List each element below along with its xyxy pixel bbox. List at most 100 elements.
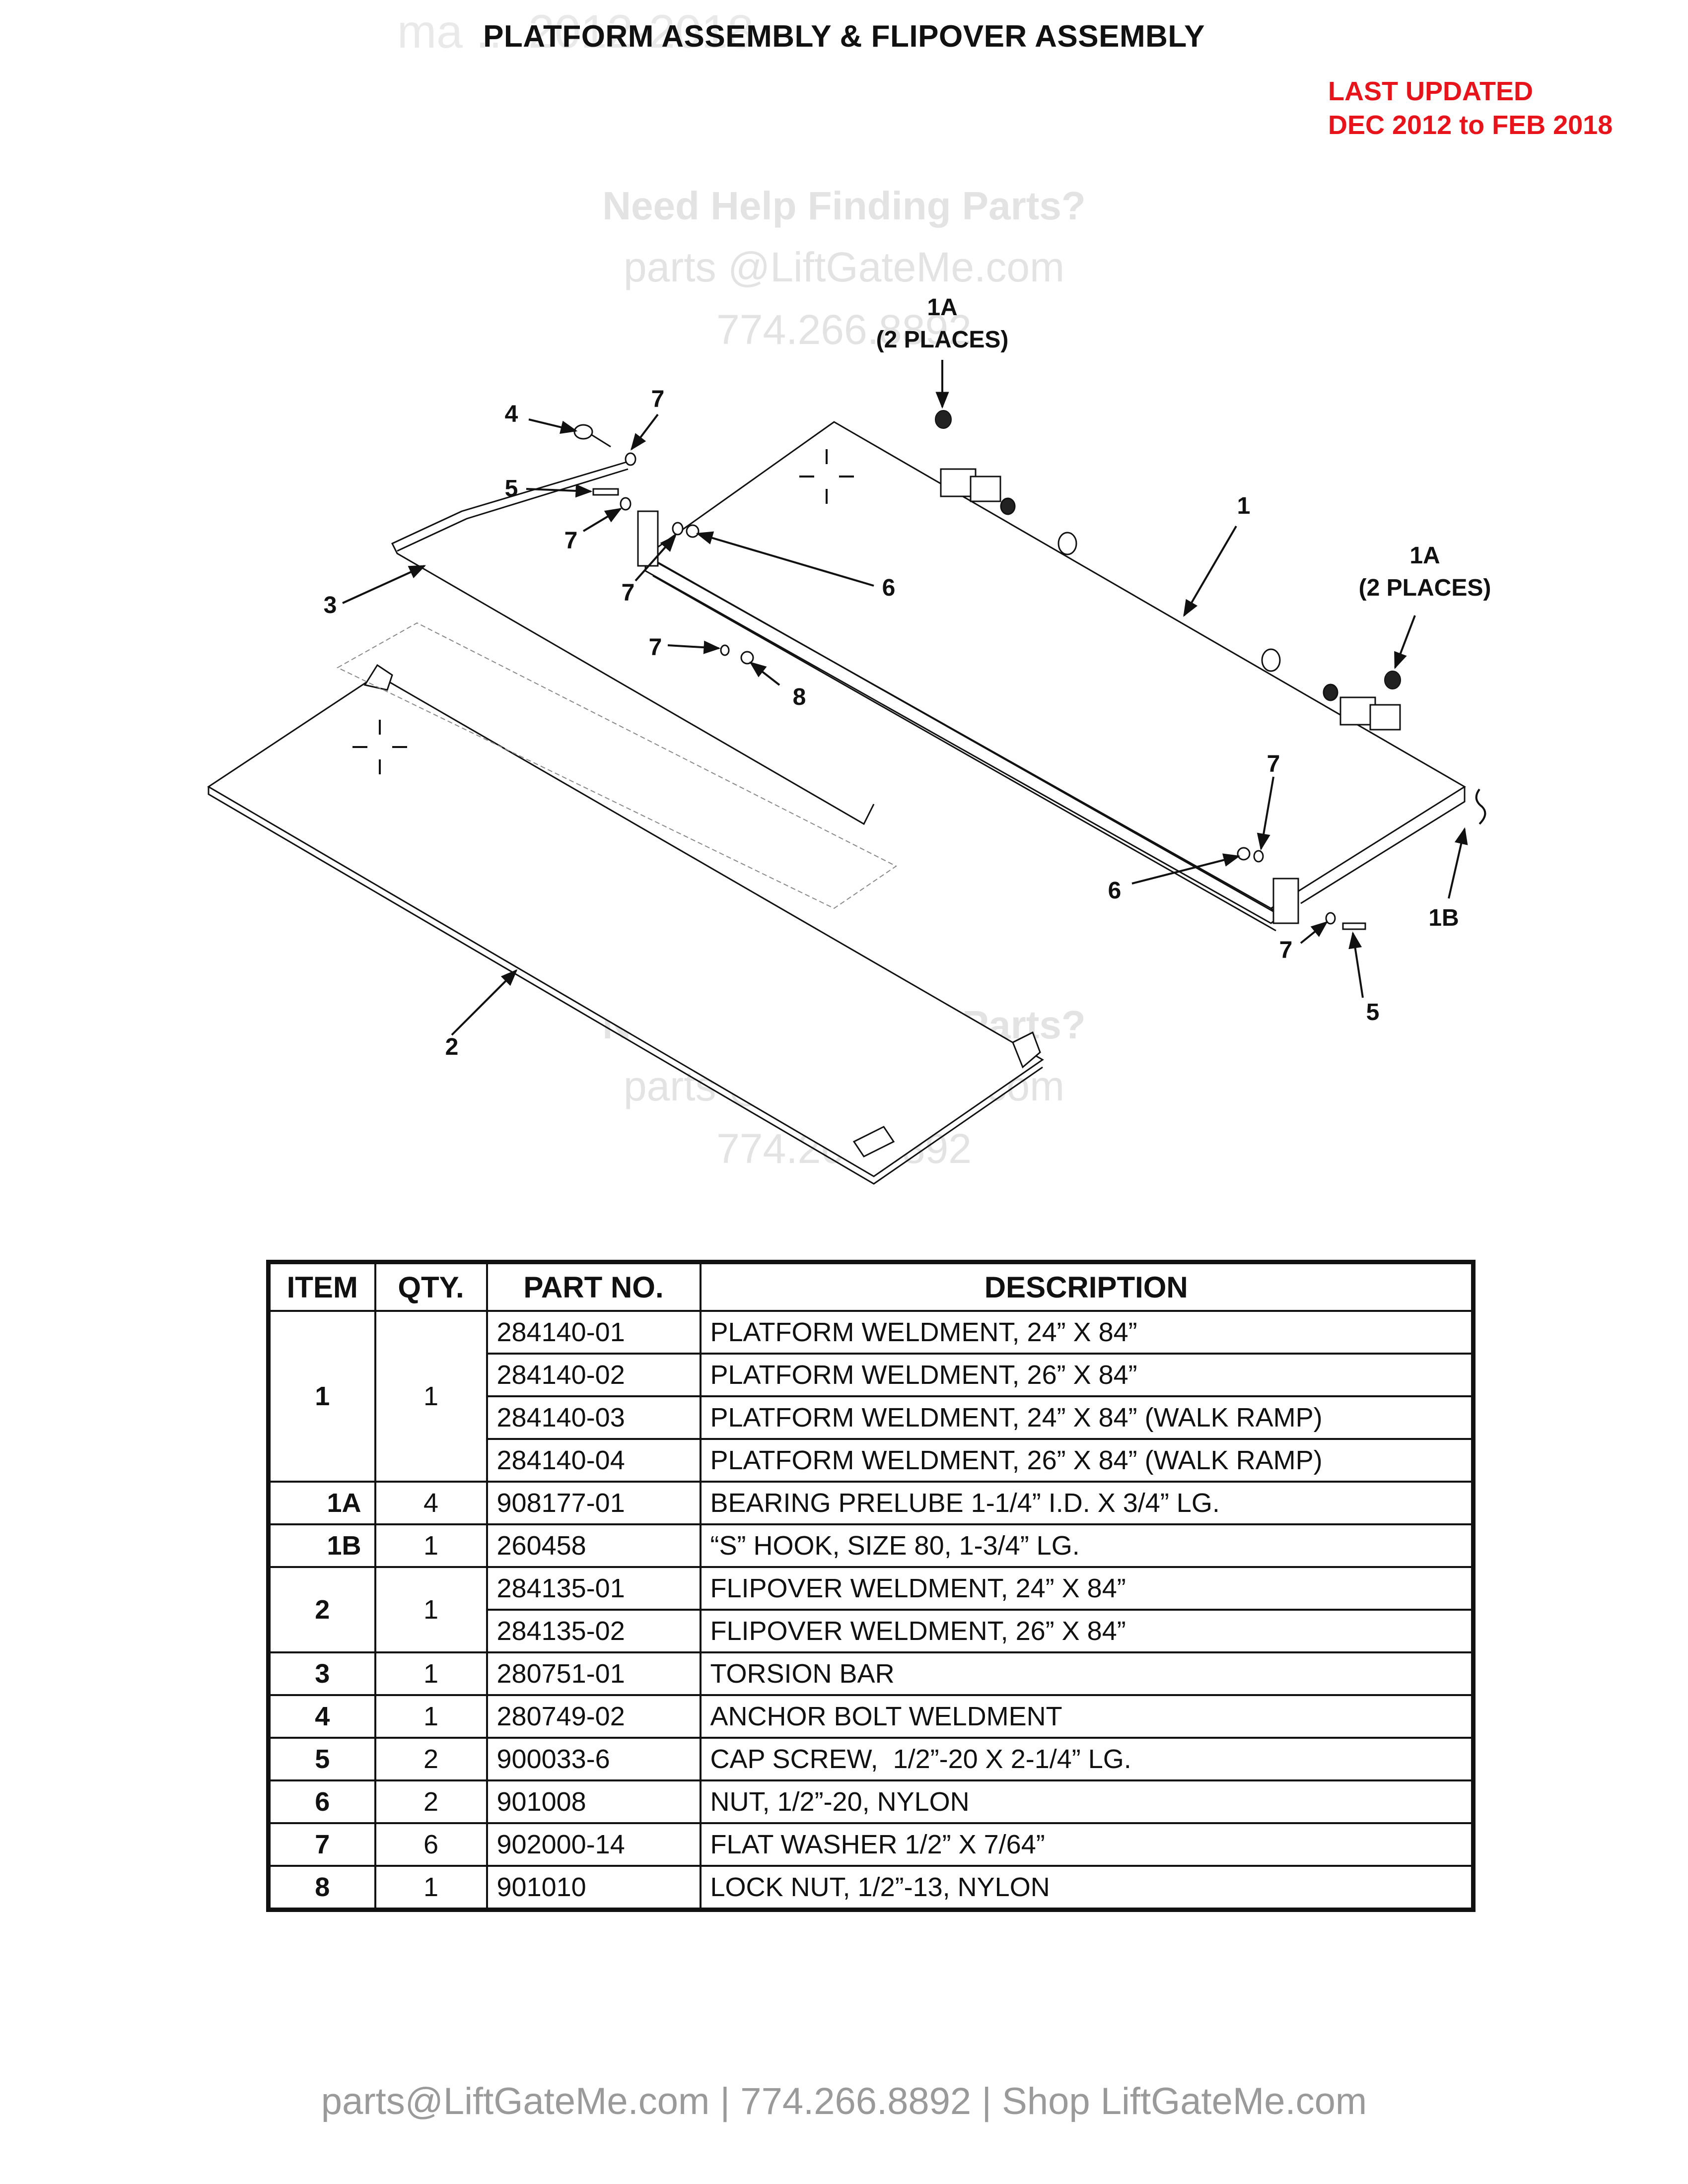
callout-7-f: 7 (1279, 937, 1293, 963)
exploded-assembly-diagram: 1A (2 PLACES) 1A (2 PLACES) 1 1B 2 3 4 5… (207, 294, 1491, 1185)
help-watermark-email: parts @LiftGateMe.com (623, 244, 1065, 290)
item-number: 1 (267, 1310, 376, 1483)
part-number: 284140-02 (486, 1353, 702, 1397)
item-number: 8 (267, 1865, 376, 1911)
callout-6-right: 6 (1108, 878, 1122, 904)
table-row: 284135-02 FLIPOVER WELDMENT, 26” X 84” (269, 1609, 1475, 1653)
callout-6-left: 6 (882, 575, 896, 601)
table-row: 3 1 280751-01 TORSION BAR (267, 1651, 1475, 1696)
part-description: NUT, 1/2”-20, NYLON (699, 1779, 1475, 1824)
part-description: TORSION BAR (699, 1651, 1475, 1696)
item-number: 4 (267, 1694, 376, 1739)
torsion-bar-phantom (336, 622, 897, 909)
help-watermark-top: Need Help Finding Parts? parts @LiftGate… (0, 176, 1688, 361)
part-description: PLATFORM WELDMENT, 26” X 84” (WALK RAMP) (699, 1438, 1475, 1483)
item-qty: 1 (374, 1694, 488, 1739)
part-description: LOCK NUT, 1/2”-13, NYLON (699, 1865, 1475, 1911)
help-watermark-phone: 774.266.8892 (716, 306, 972, 353)
part-description: BEARING PRELUBE 1-1/4” I.D. X 3/4” LG. (699, 1481, 1475, 1525)
callout-8: 8 (793, 684, 806, 710)
item-qty: 4 (374, 1481, 488, 1525)
table-row: 284140-02 PLATFORM WELDMENT, 26” X 84” (269, 1353, 1475, 1397)
item-number: 5 (267, 1737, 376, 1781)
last-updated-note: LAST UPDATED DEC 2012 to FEB 2018 (1328, 74, 1613, 142)
part-number: 284140-04 (486, 1438, 702, 1483)
platform-weldment (637, 421, 1466, 932)
header-watermark: ma ... 2012-2018 (397, 5, 754, 58)
table-row: 2 1 284135-01 FLIPOVER WELDMENT, 24” X 8… (267, 1566, 1475, 1653)
part-description: “S” HOOK, SIZE 80, 1-3/4” LG. (699, 1523, 1475, 1568)
part-description: FLIPOVER WELDMENT, 24” X 84” (699, 1566, 1475, 1611)
part-number: 280751-01 (486, 1651, 702, 1696)
header-item: ITEM (267, 1261, 376, 1312)
part-number: 901008 (486, 1779, 702, 1824)
s-hook (1475, 788, 1486, 825)
callout-7-b: 7 (564, 528, 578, 554)
part-number: 908177-01 (486, 1481, 702, 1525)
item-qty: 1 (374, 1310, 488, 1483)
anchor-bolt (573, 424, 611, 448)
item-qty: 1 (374, 1651, 488, 1696)
callout-3: 3 (324, 592, 337, 618)
header-description: DESCRIPTION (699, 1261, 1475, 1312)
table-row: 5 2 900033-6 CAP SCREW, 1/2”-20 X 2-1/4”… (267, 1737, 1475, 1781)
page-title: PLATFORM ASSEMBLY & FLIPOVER ASSEMBLY (483, 19, 1205, 54)
part-number: 284140-01 (486, 1310, 702, 1355)
item-number: 1A (267, 1481, 376, 1525)
callout-1: 1 (1237, 493, 1251, 519)
item-qty: 1 (374, 1566, 488, 1653)
header-qty: QTY. (374, 1261, 488, 1312)
table-row: 284140-04 PLATFORM WELDMENT, 26” X 84” (… (269, 1438, 1475, 1483)
item-qty: 2 (374, 1779, 488, 1824)
bearing-top (935, 410, 952, 429)
callout-2: 2 (445, 1034, 459, 1060)
table-row: 4 1 280749-02 ANCHOR BOLT WELDMENT (267, 1694, 1475, 1739)
bearing-right (1384, 671, 1401, 689)
part-number: 284140-03 (486, 1395, 702, 1440)
part-description: CAP SCREW, 1/2”-20 X 2-1/4” LG. (699, 1737, 1475, 1781)
flipover-center-mark (352, 720, 407, 774)
table-row: 1 1 284140-01 PLATFORM WELDMENT, 24” X 8… (267, 1310, 1475, 1483)
part-description: FLAT WASHER 1/2” X 7/64” (699, 1822, 1475, 1867)
part-number: 284135-02 (486, 1609, 702, 1653)
footer-contact: parts@LiftGateMe.com | 774.266.8892 | Sh… (321, 2080, 1367, 2122)
cap-screw-right (1342, 922, 1366, 930)
item-number: 1B (267, 1523, 376, 1568)
callout-7-d: 7 (649, 634, 662, 661)
item-number: 6 (267, 1779, 376, 1824)
torsion-bar (391, 461, 875, 825)
washers-and-nuts (620, 452, 1336, 925)
item-qty: 2 (374, 1737, 488, 1781)
cap-screw-left (592, 488, 619, 496)
last-updated-label: LAST UPDATED (1328, 76, 1533, 106)
table-row: 6 2 901008 NUT, 1/2”-20, NYLON (267, 1779, 1475, 1824)
table-row: 284140-03 PLATFORM WELDMENT, 24” X 84” (… (269, 1395, 1475, 1440)
part-number: 284135-01 (486, 1566, 702, 1611)
item-qty: 1 (374, 1523, 488, 1568)
part-number: 901010 (486, 1865, 702, 1911)
part-description: PLATFORM WELDMENT, 24” X 84” (699, 1310, 1475, 1355)
callout-4: 4 (505, 401, 518, 427)
callout-7-e: 7 (1267, 751, 1280, 777)
platform-center-mark (799, 449, 854, 504)
part-description: PLATFORM WELDMENT, 26” X 84” (699, 1353, 1475, 1397)
leader-lines (342, 360, 1468, 1036)
callout-5-right: 5 (1366, 999, 1380, 1025)
item-qty: 1 (374, 1865, 488, 1911)
last-updated-range: DEC 2012 to FEB 2018 (1328, 110, 1613, 140)
part-number: 902000-14 (486, 1822, 702, 1867)
callout-1a-right-places: (2 PLACES) (1359, 575, 1491, 601)
part-number: 900033-6 (486, 1737, 702, 1781)
item-number: 2 (267, 1566, 376, 1653)
parts-table-header: ITEM QTY. PART NO. DESCRIPTION (267, 1261, 1475, 1312)
callout-1a-top-places: (2 PLACES) (876, 327, 1009, 353)
item-qty: 6 (374, 1822, 488, 1867)
callout-5-left: 5 (505, 476, 518, 502)
part-description: FLIPOVER WELDMENT, 26” X 84” (699, 1609, 1475, 1653)
table-row: 8 1 901010 LOCK NUT, 1/2”-13, NYLON (267, 1865, 1475, 1911)
callout-7-c: 7 (622, 580, 635, 606)
part-number: 280749-02 (486, 1694, 702, 1739)
part-description: PLATFORM WELDMENT, 24” X 84” (WALK RAMP) (699, 1395, 1475, 1440)
callout-7-a: 7 (651, 386, 665, 412)
callout-1a-top: 1A (927, 294, 957, 321)
